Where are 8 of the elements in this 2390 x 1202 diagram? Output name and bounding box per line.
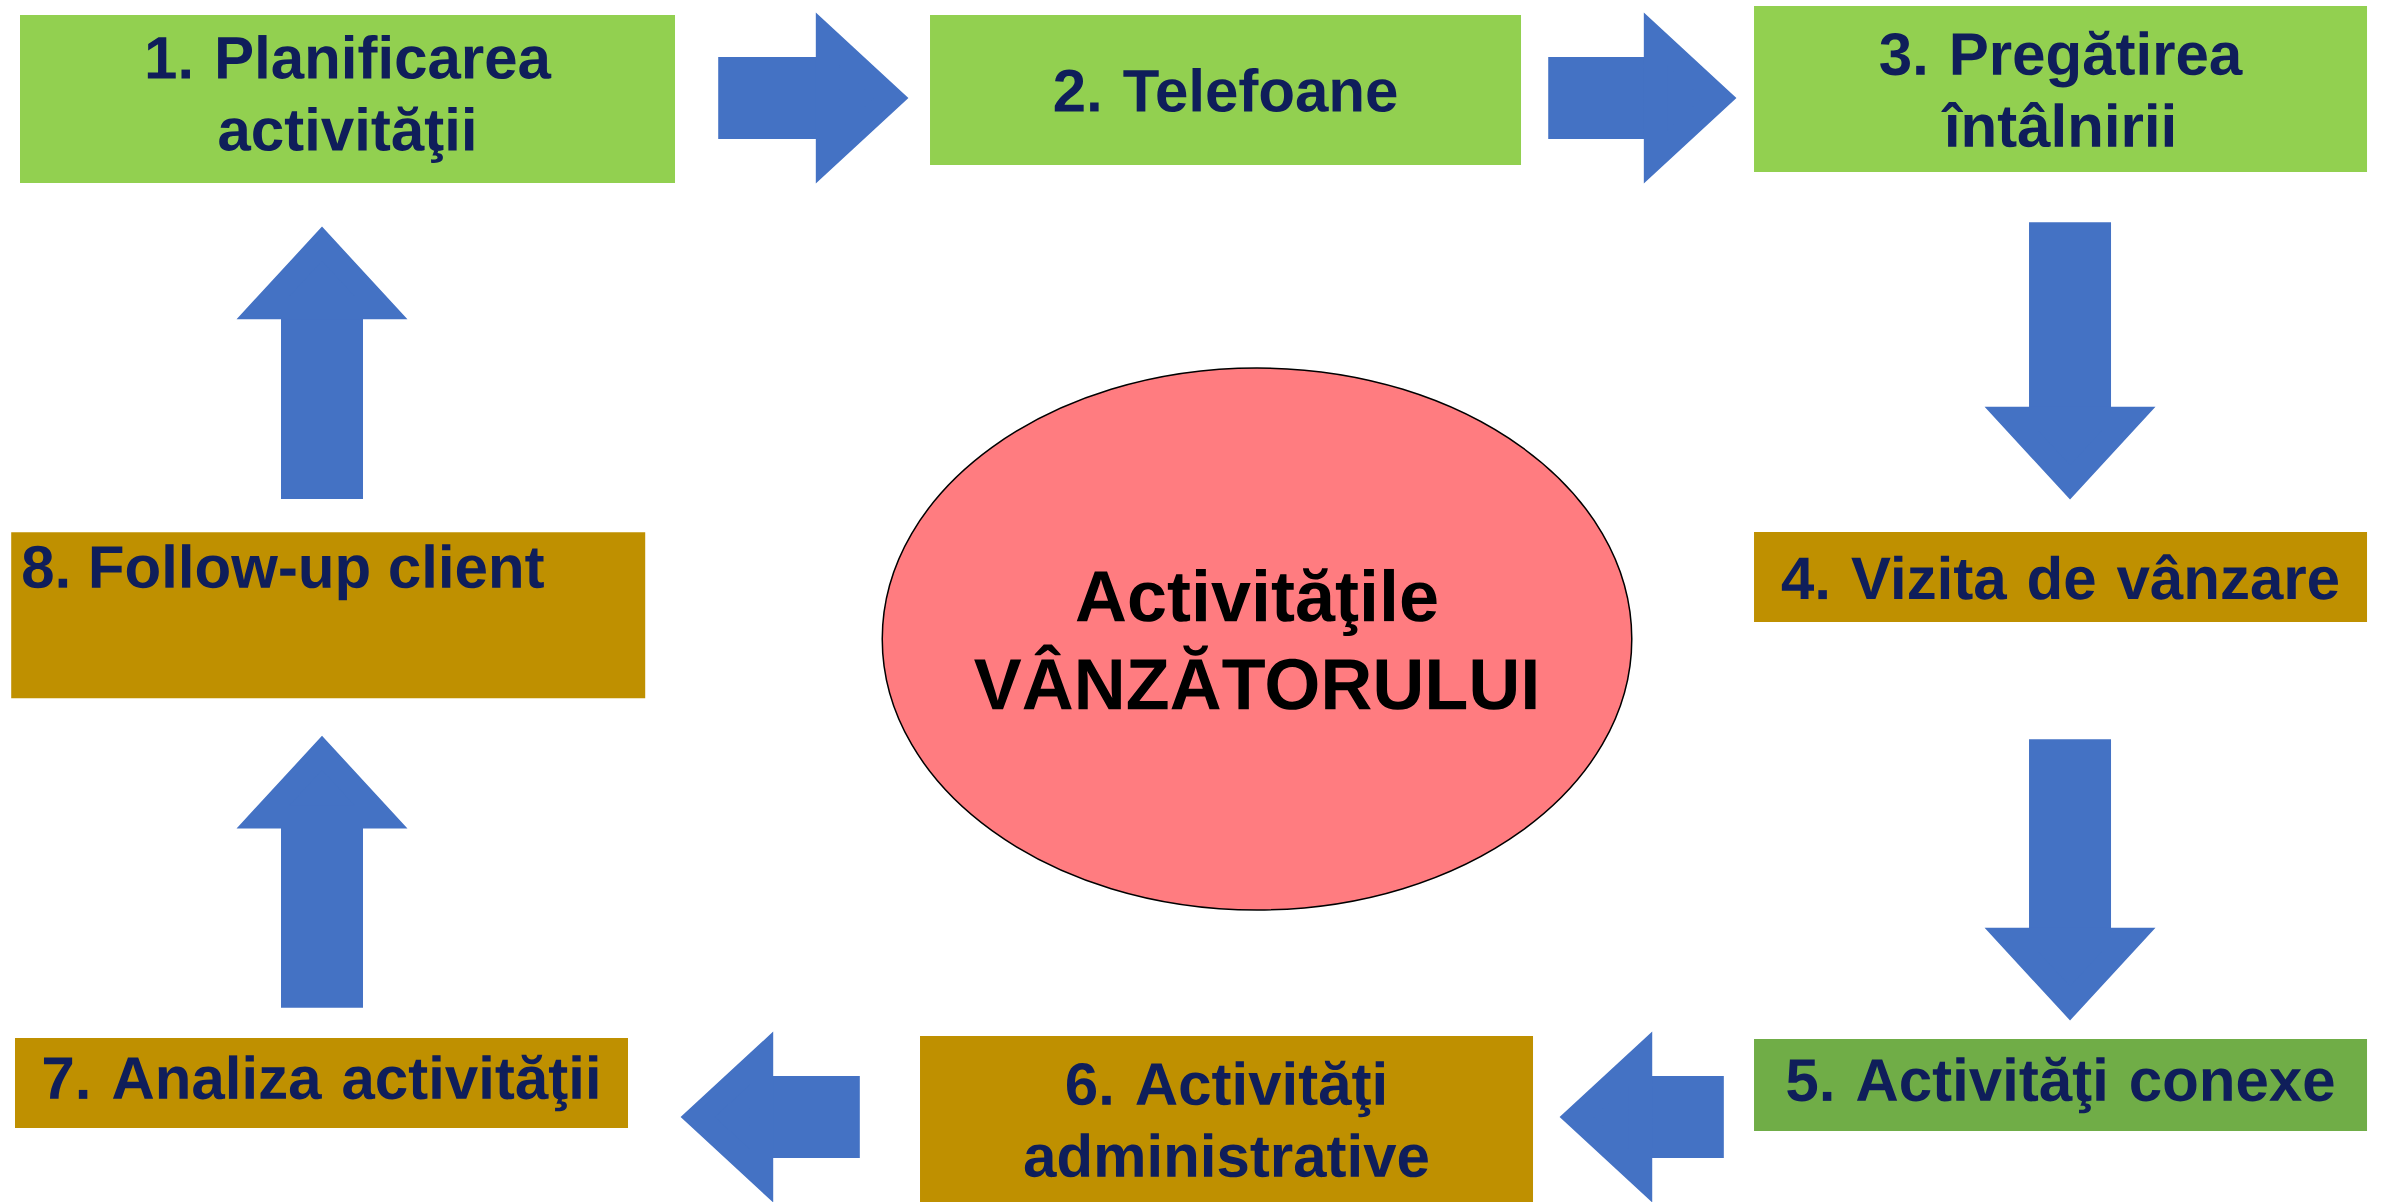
process-box: 2. Telefoane xyxy=(930,15,1521,165)
process-box: 6. Activităţi administrative xyxy=(920,1036,1533,1202)
process-box: 1. Planificarea activităţii xyxy=(20,15,675,183)
process-box: 5. Activităţi conexe xyxy=(1754,1039,2368,1131)
process-box: 7. Analiza activităţii xyxy=(15,1038,628,1128)
process-box: 8. Follow-up client xyxy=(11,532,646,699)
process-box: 4. Vizita de vânzare xyxy=(1754,532,2368,622)
process-box: 3. Pregătirea întâlnirii xyxy=(1754,6,2368,172)
